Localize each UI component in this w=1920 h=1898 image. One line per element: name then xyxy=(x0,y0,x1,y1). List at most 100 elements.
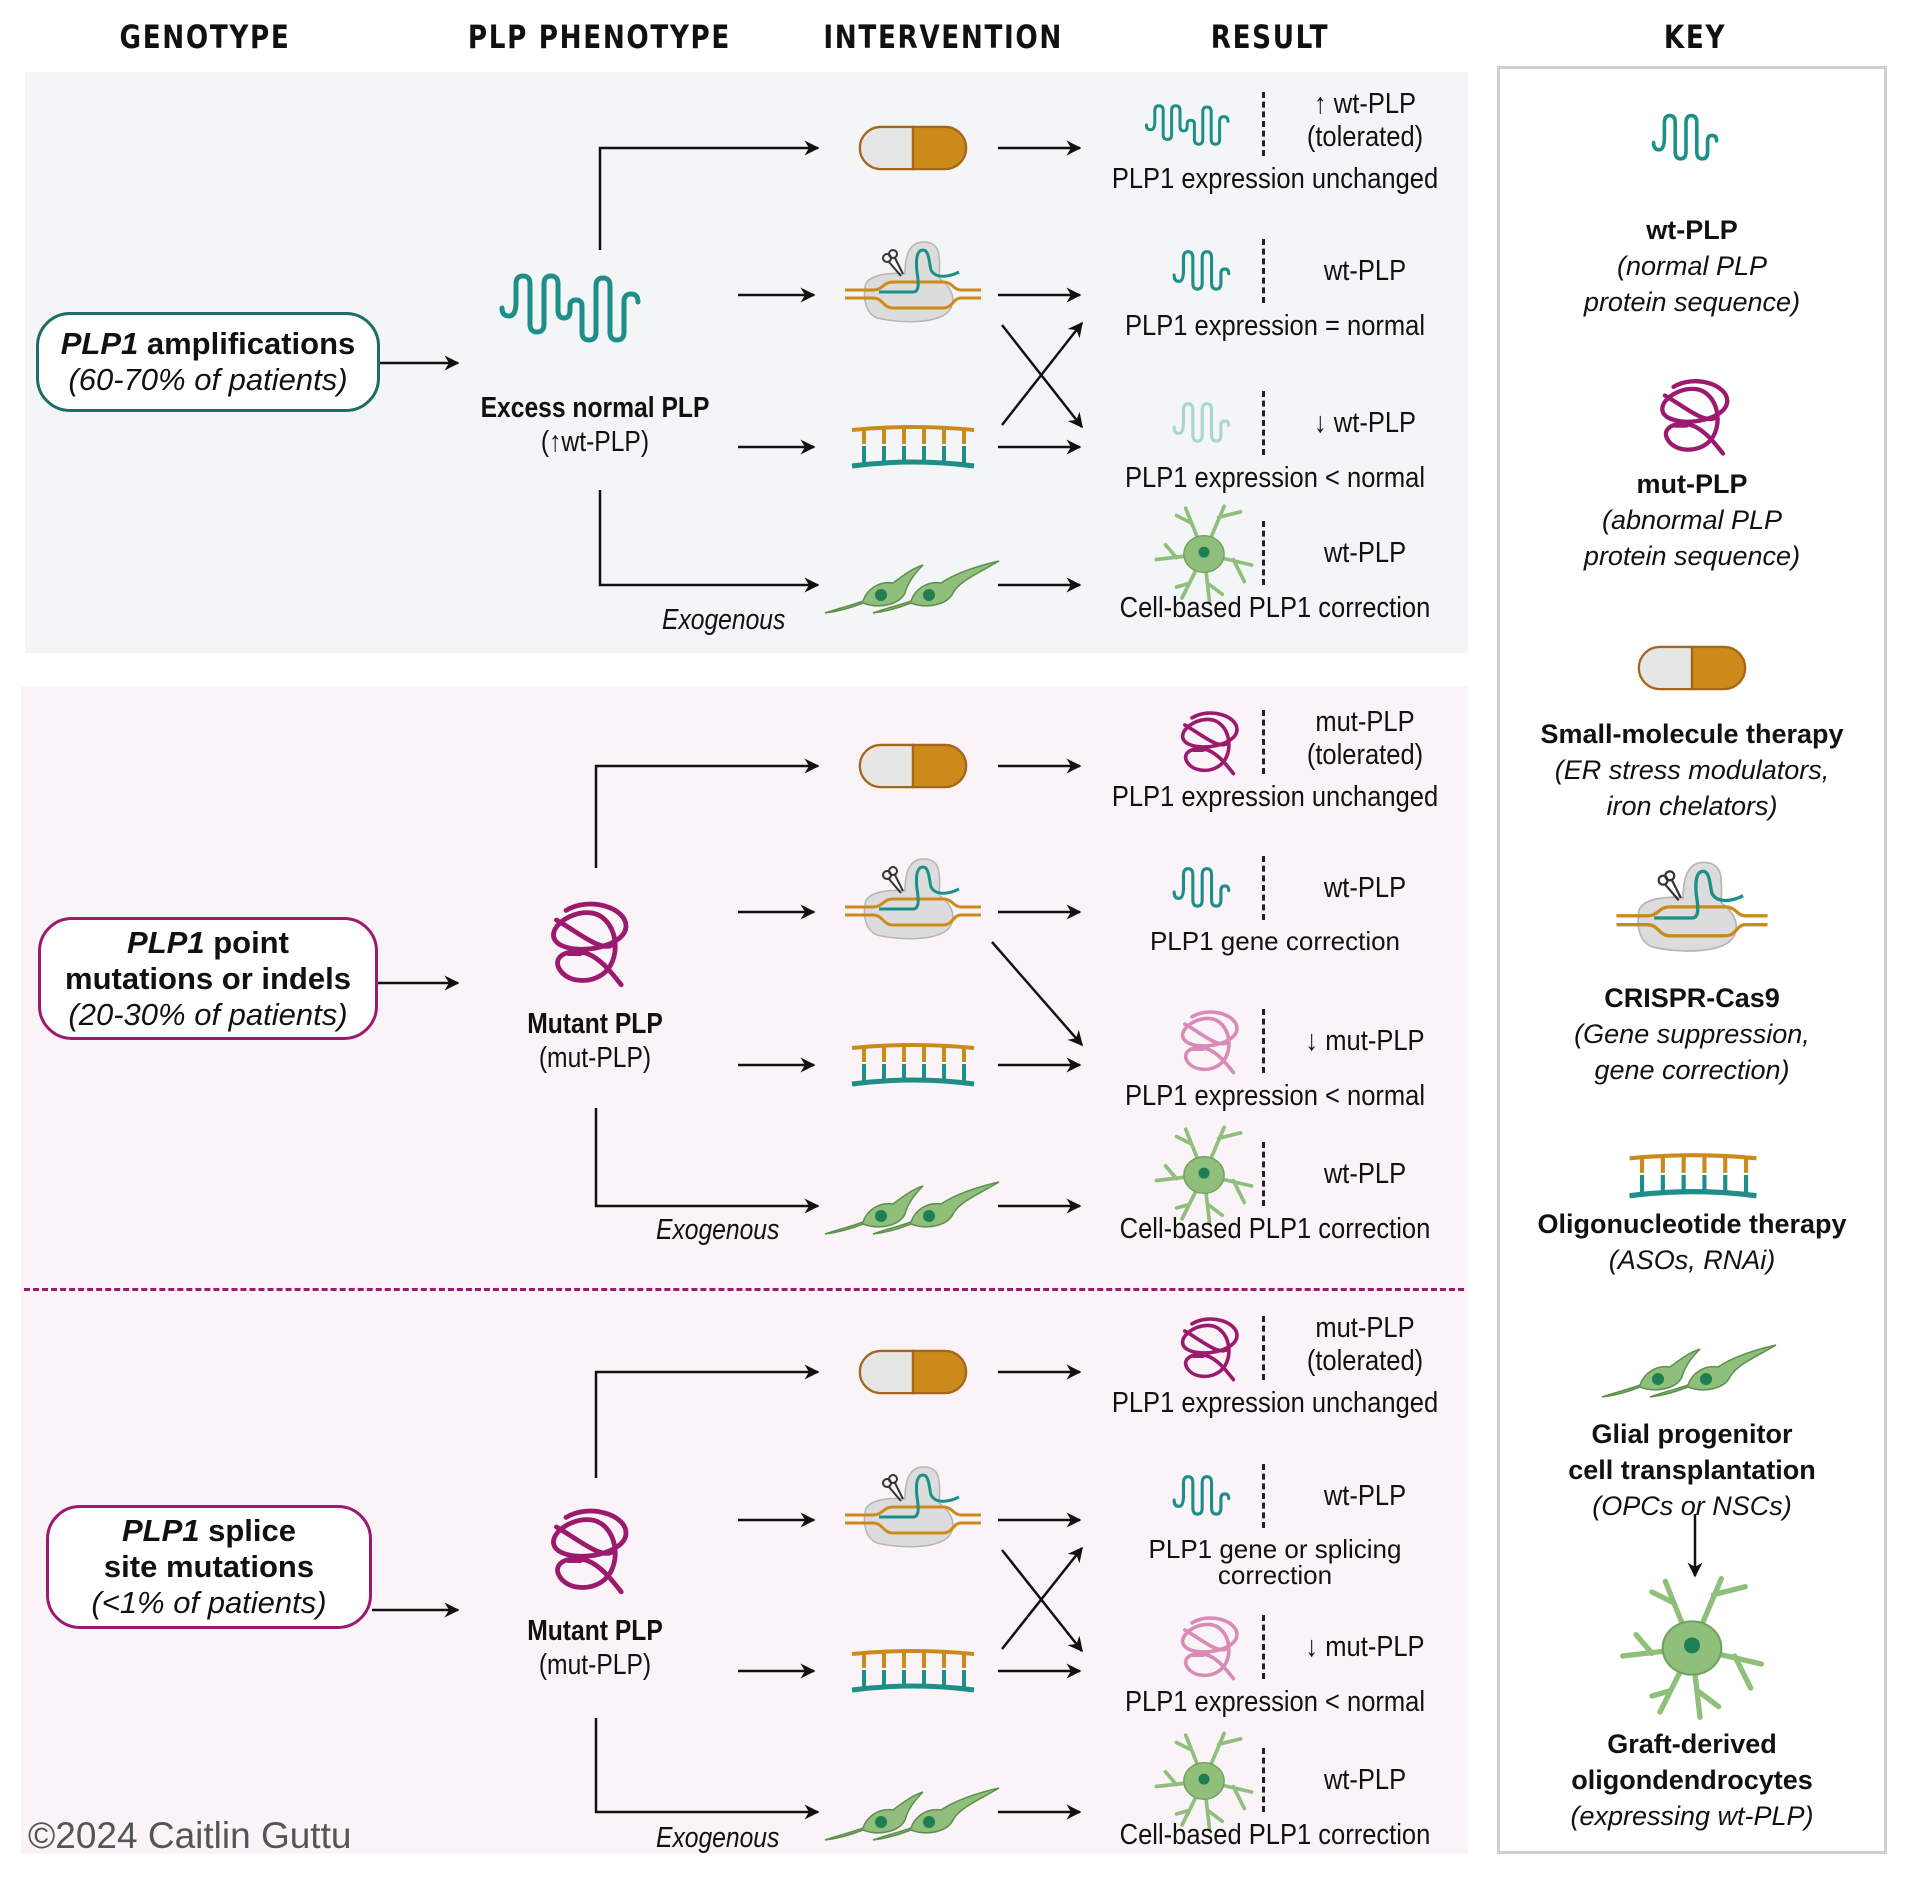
mut-plp-tangle-icon xyxy=(1174,1313,1246,1385)
key-title: mut-PLP xyxy=(1636,469,1748,499)
phenotype-title: Excess normal PLP xyxy=(480,392,710,424)
result-caption: Cell-based PLP1 correction xyxy=(1119,592,1431,624)
key-item-glial-progenitor: Glial progenitor cell transplantation (O… xyxy=(1497,1416,1887,1524)
phenotype-subtitle: (↑wt-PLP) xyxy=(540,426,650,458)
crispr-cas9-icon xyxy=(843,238,983,328)
key-panel xyxy=(1497,66,1887,1854)
key-title: cell transplantation xyxy=(1568,1455,1816,1485)
key-crispr-cas9-icon xyxy=(1612,858,1772,958)
result-tolerance: (tolerated) xyxy=(1306,121,1424,153)
header-key: KEY xyxy=(1663,18,1727,56)
oligonucleotide-icon xyxy=(848,1646,978,1696)
wt-plp-wave-icon xyxy=(1171,1468,1249,1526)
cross-arrow-oligo-to-normal xyxy=(1001,1546,1083,1650)
wt-plp-wave-icon xyxy=(498,268,698,348)
header-intervention: INTERVENTION xyxy=(823,18,1063,56)
genotype-title: PLP1 point xyxy=(127,924,289,960)
oligonucleotide-icon xyxy=(848,1040,978,1090)
result-protein-level: ↓ mut-PLP xyxy=(1305,1631,1425,1663)
result-label: ↓ wt-PLP xyxy=(1281,407,1448,440)
exogenous-label: Exogenous xyxy=(662,604,786,636)
result-label: wt-PLP xyxy=(1281,255,1448,288)
glial-progenitor-cells-icon xyxy=(823,555,1003,615)
result-caption: PLP1 expression unchanged xyxy=(1111,163,1439,195)
glial-progenitor-cells-icon xyxy=(823,1782,1003,1842)
header-result: RESULT xyxy=(1210,18,1330,56)
wt-plp-wave-faded-icon xyxy=(1171,395,1249,453)
key-item-small-molecule: Small-molecule therapy (ER stress modula… xyxy=(1497,716,1887,824)
genotype-box-splice-site: PLP1 splice site mutations (<1% of patie… xyxy=(46,1505,372,1629)
result-protein-level: wt-PLP xyxy=(1323,1480,1407,1512)
result-separator xyxy=(1262,239,1265,303)
key-desc: protein sequence) xyxy=(1583,287,1801,317)
result-label: wt-PLP xyxy=(1281,537,1448,570)
key-small-molecule-pill-icon xyxy=(1637,644,1747,692)
key-item-crispr: CRISPR-Cas9 (Gene suppression, gene corr… xyxy=(1497,980,1887,1088)
mut-plp-tangle-faded-icon xyxy=(1174,1006,1246,1078)
exogenous-label: Exogenous xyxy=(656,1822,780,1854)
key-desc: (OPCs or NSCs) xyxy=(1592,1491,1792,1521)
result-tolerance: (tolerated) xyxy=(1306,1345,1424,1377)
result-protein-level: wt-PLP xyxy=(1323,255,1407,287)
result-protein-level: ↑ wt-PLP xyxy=(1313,88,1417,120)
result-protein-level: wt-PLP xyxy=(1323,1764,1407,1796)
cross-arrow-oligo-to-normal xyxy=(1001,321,1083,426)
key-transition-arrow-icon xyxy=(1687,1514,1703,1578)
key-desc: (ER stress modulators, xyxy=(1554,755,1830,785)
key-item-wt-plp: wt-PLP (normal PLP protein sequence) xyxy=(1497,212,1887,320)
key-desc: (abnormal PLP xyxy=(1601,505,1783,535)
result-label: wt-PLP xyxy=(1281,872,1448,905)
branch-arrow-cell-transplant xyxy=(594,1108,820,1214)
result-separator xyxy=(1262,710,1265,774)
genotype-percent: (20-30% of patients) xyxy=(68,996,348,1032)
genotype-box-point-mutations: PLP1 point mutations or indels (20-30% o… xyxy=(38,917,378,1040)
key-item-oligonucleotide: Oligonucleotide therapy (ASOs, RNAi) xyxy=(1497,1206,1887,1278)
result-caption: PLP1 expression < normal xyxy=(1124,1686,1426,1718)
result-caption: PLP1 expression unchanged xyxy=(1111,1387,1439,1419)
result-protein-level: mut-PLP xyxy=(1315,706,1415,738)
result-separator xyxy=(1262,92,1265,156)
phenotype-subtitle: (mut-PLP) xyxy=(538,1042,652,1074)
key-desc: gene correction) xyxy=(1594,1055,1790,1085)
mut-plp-tangle-icon xyxy=(542,896,638,992)
key-title: Graft-derived xyxy=(1607,1729,1777,1759)
exogenous-label: Exogenous xyxy=(656,1214,780,1246)
phenotype-subtitle: (mut-PLP) xyxy=(538,1649,652,1681)
branch-arrow-cell-transplant xyxy=(598,490,820,593)
result-separator xyxy=(1262,1615,1265,1679)
result-tolerance: (tolerated) xyxy=(1306,739,1424,771)
branch-arrow-small-molecule xyxy=(594,1364,820,1478)
copyright-text: ©2024 Caitlin Guttu xyxy=(28,1815,352,1856)
result-label: wt-PLP xyxy=(1281,1480,1448,1513)
small-molecule-pill-icon xyxy=(858,741,968,791)
crispr-cas9-icon xyxy=(843,1463,983,1553)
result-label: wt-PLP xyxy=(1281,1764,1448,1797)
key-title: oligondendrocytes xyxy=(1571,1765,1813,1795)
result-label: mut-PLP(tolerated) xyxy=(1281,1312,1448,1378)
result-label: ↓ mut-PLP xyxy=(1281,1025,1448,1058)
key-mut-plp-icon xyxy=(1652,374,1738,460)
key-title: Glial progenitor xyxy=(1591,1419,1793,1449)
result-separator xyxy=(1262,521,1265,585)
result-protein-level: ↓ wt-PLP xyxy=(1313,407,1417,439)
result-caption: PLP1 gene correction xyxy=(1149,926,1401,956)
key-title: wt-PLP xyxy=(1646,215,1738,245)
key-desc: (normal PLP xyxy=(1616,251,1768,281)
phenotype-title: Mutant PLP xyxy=(527,1615,663,1647)
mut-plp-tangle-icon xyxy=(1174,707,1246,779)
result-caption: PLP1 expression < normal xyxy=(1124,462,1426,494)
header-genotype: GENOTYPE xyxy=(119,18,291,56)
result-label: ↓ mut-PLP xyxy=(1281,1631,1448,1664)
key-desc: (expressing wt-PLP) xyxy=(1570,1801,1814,1831)
key-title: Small-molecule therapy xyxy=(1540,719,1844,749)
result-protein-level: wt-PLP xyxy=(1323,872,1407,904)
key-desc: (ASOs, RNAi) xyxy=(1608,1245,1776,1275)
genotype-percent: (60-70% of patients) xyxy=(68,362,348,397)
genotype-title: PLP1 splice xyxy=(121,1513,297,1548)
result-caption: PLP1 expression unchanged xyxy=(1111,781,1439,813)
phenotype-title: Mutant PLP xyxy=(527,1008,663,1040)
result-caption: PLP1 expression < normal xyxy=(1124,1080,1426,1112)
key-item-mut-plp: mut-PLP (abnormal PLP protein sequence) xyxy=(1497,466,1887,574)
mut-plp-tangle-faded-icon xyxy=(1174,1612,1246,1684)
